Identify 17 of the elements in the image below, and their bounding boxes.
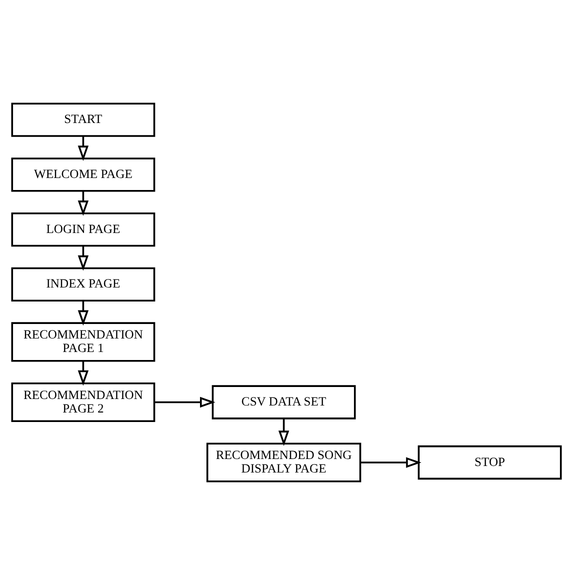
node-box: RECOMMENDATION PAGE 2 [11, 382, 156, 422]
arrow [78, 136, 89, 161]
arrow [360, 457, 422, 468]
node-box: INDEX PAGE [11, 267, 156, 302]
arrow [278, 418, 290, 446]
arrow [78, 300, 89, 326]
node-box: RECOMMENDED SONG DISPALY PAGE [206, 442, 362, 482]
arrow [78, 361, 89, 386]
node-box: CSV DATA SET [212, 385, 356, 420]
arrow [78, 246, 89, 271]
node-box: WELCOME PAGE [11, 158, 156, 192]
arrow [154, 396, 216, 408]
node-box: STOP [418, 445, 562, 480]
arrow [78, 190, 89, 216]
node-box: LOGIN PAGE [11, 212, 156, 247]
node-box: RECOMMENDATION PAGE 1 [11, 322, 156, 362]
node-box: START [11, 102, 156, 137]
